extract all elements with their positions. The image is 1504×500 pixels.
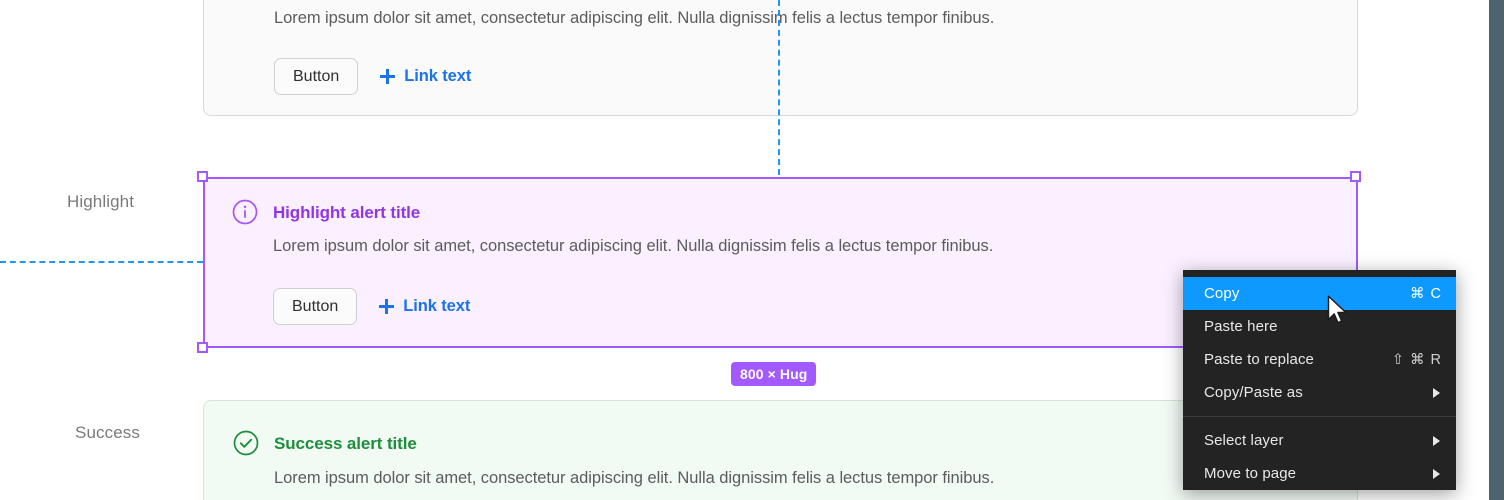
chevron-right-icon xyxy=(1433,387,1440,398)
menu-item-copy-paste-as[interactable]: Copy/Paste as xyxy=(1183,376,1456,409)
menu-item-shortcut: ⌘ C xyxy=(1410,285,1442,302)
alignment-guide-horizontal xyxy=(0,261,203,263)
size-badge: 800 × Hug xyxy=(731,362,817,386)
resize-handle-top-left[interactable] xyxy=(197,171,208,182)
info-circle-icon xyxy=(232,199,258,225)
menu-separator xyxy=(1183,416,1456,417)
check-circle-icon xyxy=(233,430,259,456)
alert-actions: Button Link text xyxy=(273,288,470,325)
alert-card-highlight[interactable]: Highlight alert title Lorem ipsum dolor … xyxy=(203,177,1358,348)
alert-link-label: Link text xyxy=(404,67,472,85)
alert-title: Highlight alert title xyxy=(273,203,421,222)
menu-item-move-to-page[interactable]: Move to page xyxy=(1183,457,1456,490)
resize-handle-top-right[interactable] xyxy=(1350,171,1361,182)
plus-icon xyxy=(379,299,395,314)
right-edge-strip xyxy=(1489,0,1504,500)
alert-title: Success alert title xyxy=(274,434,417,453)
menu-item-label: Copy/Paste as xyxy=(1204,384,1303,401)
alert-link-label: Link text xyxy=(403,297,471,315)
menu-item-label: Paste here xyxy=(1204,318,1278,335)
plus-icon xyxy=(380,69,396,84)
chevron-right-icon xyxy=(1433,435,1440,446)
alignment-guide-vertical xyxy=(778,0,780,175)
row-label-success: Success xyxy=(75,423,140,442)
alert-body-text: Lorem ipsum dolor sit amet, consectetur … xyxy=(273,237,994,255)
menu-item-paste-to-replace[interactable]: Paste to replace ⇧ ⌘ R xyxy=(1183,343,1456,376)
alert-card-neutral[interactable]: Lorem ipsum dolor sit amet, consectetur … xyxy=(203,0,1358,116)
context-menu[interactable]: Copy ⌘ C Paste here Paste to replace ⇧ ⌘… xyxy=(1183,270,1456,490)
alert-body-text: Lorem ipsum dolor sit amet, consectetur … xyxy=(274,9,995,27)
alert-link[interactable]: Link text xyxy=(379,297,470,316)
menu-item-label: Copy xyxy=(1204,285,1240,302)
alert-actions: Button Link text xyxy=(274,58,471,95)
alert-link[interactable]: Link text xyxy=(380,67,471,86)
menu-item-paste-here[interactable]: Paste here xyxy=(1183,310,1456,343)
menu-item-copy[interactable]: Copy ⌘ C xyxy=(1183,277,1456,310)
menu-item-select-layer[interactable]: Select layer xyxy=(1183,424,1456,457)
alert-button[interactable]: Button xyxy=(273,288,358,325)
resize-handle-bottom-left[interactable] xyxy=(197,342,208,353)
alert-button[interactable]: Button xyxy=(274,58,359,95)
menu-item-label: Paste to replace xyxy=(1204,351,1314,368)
chevron-right-icon xyxy=(1433,468,1440,479)
menu-item-label: Move to page xyxy=(1204,465,1297,482)
row-label-highlight: Highlight xyxy=(67,192,135,211)
alert-body-text: Lorem ipsum dolor sit amet, consectetur … xyxy=(274,469,995,487)
menu-item-label: Select layer xyxy=(1204,432,1284,449)
menu-item-shortcut: ⇧ ⌘ R xyxy=(1391,351,1442,368)
